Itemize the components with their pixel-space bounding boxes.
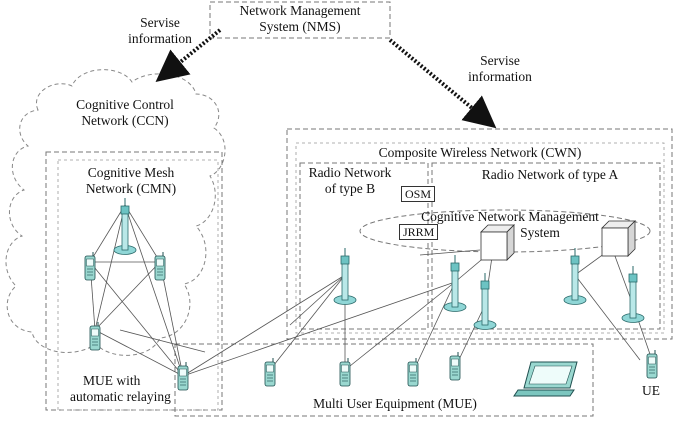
osm-tag: OSM <box>401 186 436 202</box>
mue-relay-label: MUE with automatic relaying <box>70 373 180 405</box>
cmn-label-line1: Cognitive Mesh <box>87 165 175 180</box>
ccn-label-line1: Cognitive Control <box>76 97 174 112</box>
mue-relay-line1: MUE with <box>83 373 141 388</box>
cloud-icon <box>5 69 226 356</box>
radio-a-label: Radio Network of type A <box>481 167 619 182</box>
cmn-label-line2: Network (CMN) <box>85 181 177 196</box>
base-station-icon <box>113 197 137 255</box>
nms-label-line2: System (NMS) <box>259 19 341 34</box>
mue-box <box>174 343 594 417</box>
service-arrow-left <box>155 28 222 83</box>
nms-box <box>209 1 391 39</box>
ccn-label: Cognitive Control Network (CCN) <box>50 97 200 129</box>
laptop-icon <box>513 361 578 397</box>
mobile-phone-icon <box>449 351 461 381</box>
servise-info-left: Servise information <box>100 15 220 47</box>
cnms-line1: Cognitive Network Management <box>421 209 599 224</box>
mobile-phone-icon <box>154 251 166 281</box>
mue-relay-line2: automatic relaying <box>70 389 171 404</box>
cnms-ellipse <box>359 209 651 253</box>
mobile-phone-icon <box>264 357 276 387</box>
radio-b-box <box>299 162 429 330</box>
mobile-phone-icon <box>84 251 96 281</box>
servise-right-line1: Servise <box>480 53 520 68</box>
nms-label: Network Management System (NMS) <box>210 3 390 35</box>
cnms-line2: System <box>520 225 560 240</box>
base-station-icon <box>333 247 357 305</box>
base-station-icon <box>621 265 645 323</box>
mue-label: Multi User Equipment (MUE) <box>313 396 477 411</box>
base-station-icon <box>563 247 587 305</box>
radio-b-label: Radio Network of type B <box>300 165 400 197</box>
mobile-phone-icon <box>89 321 101 351</box>
link-lines <box>89 204 653 377</box>
service-arrow-right <box>388 38 497 129</box>
mobile-phone-icon <box>646 349 658 379</box>
cwn-box <box>286 128 673 340</box>
ue-label: UE <box>642 383 660 398</box>
cwn-label: Composite Wireless Network (CWN) <box>378 145 582 160</box>
cnms-label: Cognitive Network Management System <box>390 209 630 241</box>
mobile-phone-icon <box>407 357 419 387</box>
cmn-box-inner <box>57 159 219 411</box>
radio-a-box <box>431 162 661 330</box>
jrrm-tag: JRRM <box>399 224 439 240</box>
base-station-icon <box>443 254 467 312</box>
radio-b-line2: of type B <box>324 181 376 196</box>
mobile-phone-icon <box>339 357 351 387</box>
nms-label-line1: Network Management <box>239 3 361 18</box>
servise-right-line2: information <box>468 69 532 84</box>
servise-info-right: Servise information <box>440 53 560 85</box>
servise-left-line1: Servise <box>140 15 180 30</box>
cwn-box-inner <box>295 142 665 334</box>
ccn-label-line2: Network (CCN) <box>81 113 169 128</box>
radio-b-line1: Radio Network <box>308 165 392 180</box>
servise-left-line2: information <box>128 31 192 46</box>
cmn-label: Cognitive Mesh Network (CMN) <box>56 165 206 197</box>
